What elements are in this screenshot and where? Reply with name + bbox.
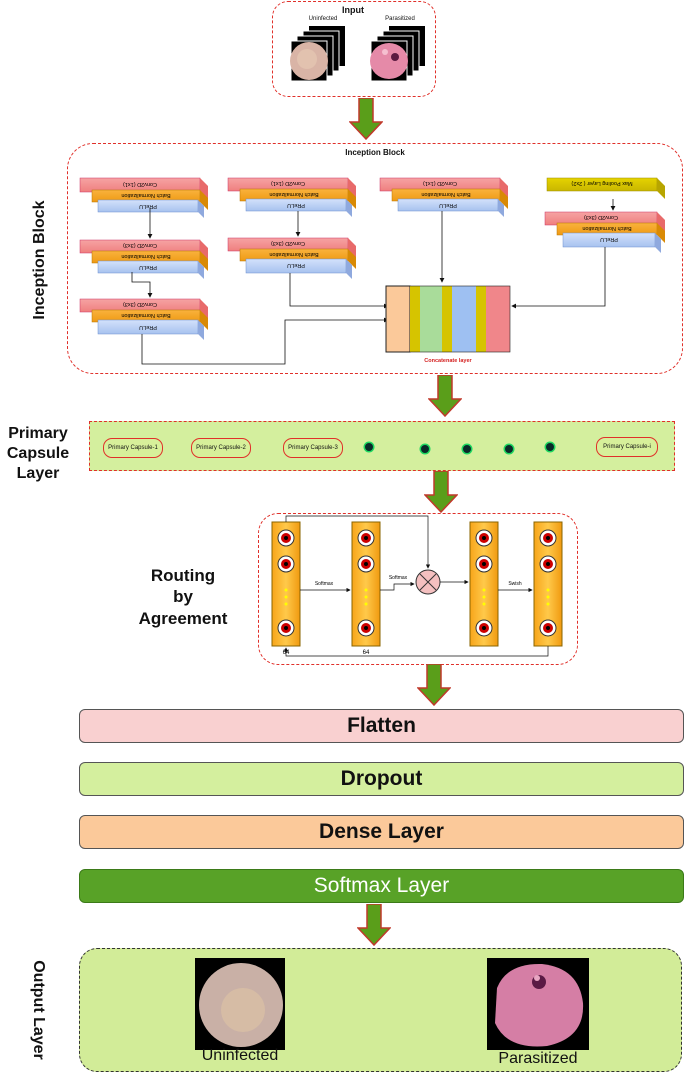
routing-column-1 xyxy=(271,521,301,647)
softmax-layer: Softmax Layer xyxy=(79,869,684,903)
routing-box xyxy=(258,513,578,665)
output-parasitized-image xyxy=(487,958,589,1050)
primary-capsule-2: Primary Capsule-2 xyxy=(191,438,251,458)
inception-diagram: Conv2D (1x1) Batch Normalization PReLU C… xyxy=(79,177,665,365)
col2-to-concat-line xyxy=(289,273,389,309)
routing-side-line-3: Agreement xyxy=(138,608,228,628)
col1-prelu1-label: PReLU xyxy=(139,203,157,209)
routing-column-2 xyxy=(351,521,381,647)
inception-block-box xyxy=(67,143,683,374)
down-arrow-5 xyxy=(357,904,391,946)
col4-bn-label: Batch Normalization xyxy=(582,225,631,231)
routing-side-line-2: by xyxy=(173,587,193,607)
input-image-stacks xyxy=(290,26,425,82)
output-uninfected-image xyxy=(195,958,285,1050)
capsule-dot xyxy=(421,445,429,453)
col1-conv1x1-stack: Conv2D (1x1) Batch Normalization PReLU xyxy=(79,177,208,218)
col1-arrow-b xyxy=(131,272,153,298)
routing-count-1: 64 xyxy=(283,650,290,656)
routing-count-2: 64 xyxy=(363,650,370,656)
dropout-layer: Dropout xyxy=(79,762,684,796)
routing-diagram: Softmax Softmax Swish 64 64 xyxy=(271,515,563,657)
input-parasitized-label: Parasitized xyxy=(385,16,415,22)
col2-prelu1-label: PReLU xyxy=(287,202,305,208)
primary-capsule-bar xyxy=(89,421,675,471)
col1-conv1x1-label: Conv2D (1x1) xyxy=(123,181,157,187)
col1-prelu2-label: PReLU xyxy=(139,264,157,270)
col3-conv1x1-label: Conv2D (1x1) xyxy=(423,180,457,186)
col4-to-concat-line xyxy=(511,247,606,309)
output-parasitized-label: Parasitized xyxy=(498,1050,578,1067)
col2-prelu2-label: PReLU xyxy=(287,262,305,268)
routing-bottom-loop xyxy=(283,646,549,657)
col1-bn3-label: Batch Normalization xyxy=(121,312,170,318)
col2-conv1x1-label: Conv2D (1x1) xyxy=(271,180,305,186)
col2-conv3x3-stack: Conv2D (3x3) Batch Normalization PReLU xyxy=(227,237,356,279)
uninfected-stack-image xyxy=(290,26,345,82)
capsule-dot xyxy=(365,443,373,451)
col4-maxpool-label: Max Pooling Layer ( 2x2) xyxy=(571,180,632,186)
routing-softmax2-label: Softmax xyxy=(389,575,408,581)
col3-bn-label: Batch Normalization xyxy=(421,191,470,197)
primary-side-line-3: Layer xyxy=(16,465,60,482)
col2-bn2-label: Batch Normalization xyxy=(269,251,318,257)
col1-to-concat-line xyxy=(141,317,389,365)
capsule-dot xyxy=(463,445,471,453)
primary-side-line-2: Capsule xyxy=(6,445,70,462)
routing-softmax1-label: Softmax xyxy=(315,581,334,587)
routing-column-4 xyxy=(533,521,563,647)
col1-conv3x3-label: Conv2D (3x3) xyxy=(123,242,157,248)
routing-edge-2-mult xyxy=(380,581,415,591)
primary-capsule-side-label: Primary Capsule Layer xyxy=(0,424,76,484)
col4-maxpool-stack: Max Pooling Layer ( 2x2) xyxy=(546,177,665,199)
down-arrow-4 xyxy=(417,664,451,706)
col2-bn1-label: Batch Normalization xyxy=(269,191,318,197)
output-side-label: Output Layer xyxy=(30,960,47,1060)
col1-conv3x3-stack: Conv2D (3x3) Batch Normalization PReLU xyxy=(79,239,208,279)
col1-prelu3-label: PReLU xyxy=(139,324,157,330)
concatenate-layer xyxy=(385,285,511,353)
capsule-dot xyxy=(505,445,513,453)
input-uninfected-label: Uninfected xyxy=(308,16,338,22)
routing-side-line-1: Routing xyxy=(150,566,216,585)
inception-block-title: Inception Block xyxy=(345,148,405,157)
parasitized-stack-image xyxy=(370,26,425,82)
col1-bn2-label: Batch Normalization xyxy=(121,253,170,259)
dense-layer: Dense Layer xyxy=(79,815,684,849)
col4-conv3x3-label: Conv2D (3x3) xyxy=(584,214,618,220)
primary-capsule-3: Primary Capsule-3 xyxy=(283,438,343,458)
col1-conv5x5-label: Conv2D (3x3) xyxy=(123,301,157,307)
concatenate-label: Concatenate layer xyxy=(424,358,472,364)
primary-side-line-1: Primary xyxy=(8,425,68,442)
routing-top-loop xyxy=(285,515,431,569)
capsule-dot xyxy=(546,443,554,451)
col4-prelu-label: PReLU xyxy=(600,236,618,242)
flatten-layer: Flatten xyxy=(79,709,684,743)
inception-side-label: Inception Block xyxy=(31,200,48,320)
col1-conv5x5-stack: Conv2D (3x3) Batch Normalization PReLU xyxy=(79,298,208,340)
routing-side-label: Routing by Agreement xyxy=(128,565,238,629)
col2-conv1x1-stack: Conv2D (1x1) Batch Normalization PReLU xyxy=(227,177,356,217)
col4-conv3x3-stack: Conv2D (3x3) Batch Normalization PReLU xyxy=(544,211,665,253)
down-arrow-3 xyxy=(424,471,458,513)
down-arrow-1 xyxy=(349,98,383,140)
routing-column-3 xyxy=(469,521,499,647)
primary-capsule-i: Primary Capsule-i xyxy=(596,437,658,457)
col2-conv3x3-label: Conv2D (3x3) xyxy=(271,240,305,246)
col3-prelu-label: PReLU xyxy=(439,202,457,208)
down-arrow-2 xyxy=(428,375,462,417)
primary-capsule-1: Primary Capsule-1 xyxy=(103,438,163,458)
input-box xyxy=(272,1,436,97)
routing-swish-label: Swish xyxy=(508,581,522,587)
col3-conv1x1-stack: Conv2D (1x1) Batch Normalization PReLU xyxy=(379,177,508,217)
input-title: Input xyxy=(342,5,364,15)
col1-bn1-label: Batch Normalization xyxy=(121,192,170,198)
output-uninfected-label: Uninfected xyxy=(201,1047,279,1064)
